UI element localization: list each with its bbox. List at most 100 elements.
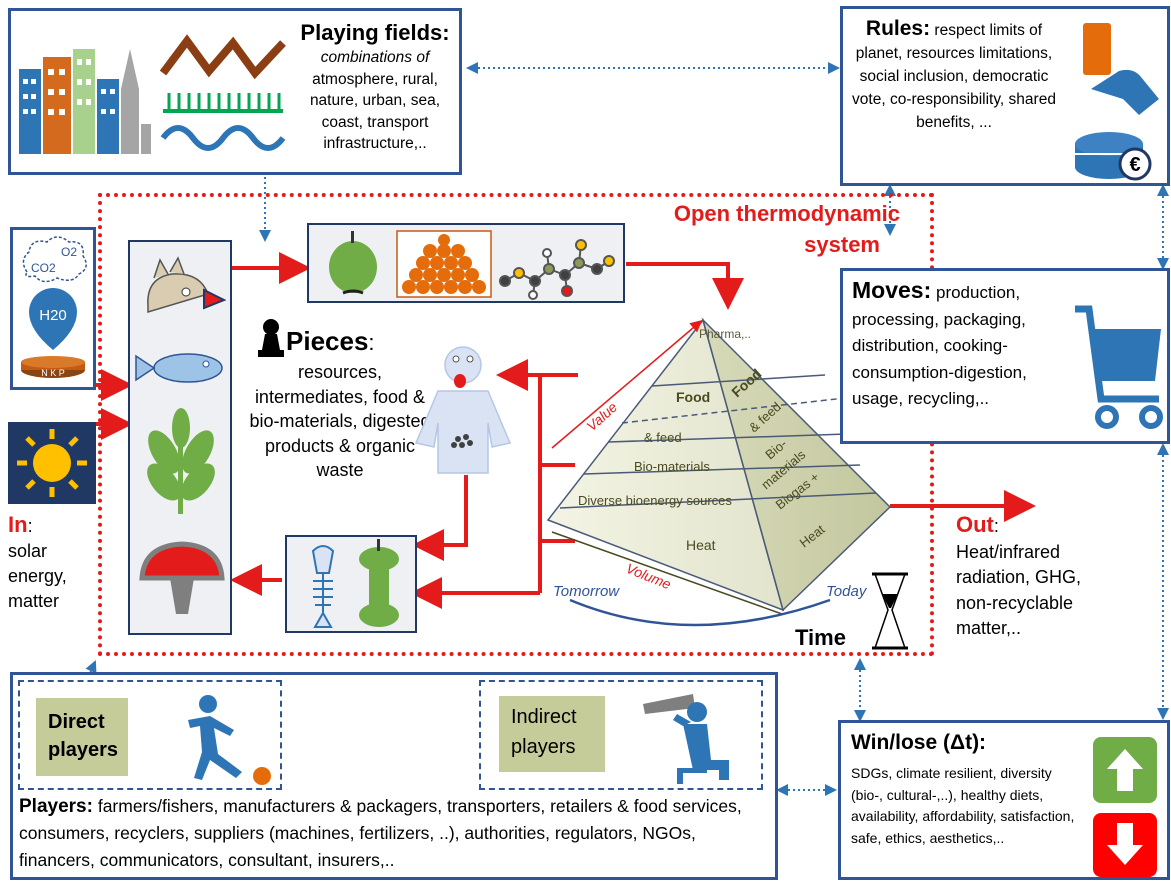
volume-axis-line	[551, 531, 783, 615]
time-label: Time	[795, 625, 846, 650]
time-curve	[569, 598, 831, 627]
pawn-icon	[258, 319, 284, 357]
moves-description: production, processing, packaging, distr…	[852, 283, 1027, 408]
pyramid-axes	[551, 320, 831, 627]
indirect-players-badge: Indirect players	[499, 696, 605, 772]
out-description: Heat/infrared radiation, GHG, non-recycl…	[956, 541, 1082, 639]
pieces-colon: :	[368, 330, 375, 355]
o2-label: O2	[61, 245, 77, 259]
in-title: In	[8, 512, 28, 537]
pyramid-food-right: Food	[728, 365, 764, 400]
pieces-description: resources, intermediates, food & bio-mat…	[249, 362, 431, 480]
inputs-icons: O2 CO2 H20 N K P	[21, 236, 87, 378]
orange-pile-icon	[402, 234, 486, 294]
out-title: Out	[956, 512, 994, 537]
plant-leaf-icon	[147, 408, 215, 514]
rules-box: Rules: respect limits of planet, resourc…	[840, 6, 1170, 186]
hourglass-icon	[872, 572, 908, 650]
pyramid-layer-dashed	[621, 397, 846, 424]
pyramid-side-face	[701, 317, 892, 612]
co2-label: CO2	[31, 261, 56, 275]
city-buildings-icon	[19, 49, 151, 154]
shopping-cart-icon	[1075, 305, 1163, 429]
landscape-lines-icon	[159, 34, 286, 151]
playing-fields-description: atmosphere, rural, nature, urban, sea, c…	[309, 70, 441, 153]
red-flow-arrows	[96, 252, 1036, 609]
out-colon: :	[993, 516, 999, 536]
organisms-column	[128, 240, 232, 635]
playing-fields-subtitle: combinations of	[320, 49, 430, 66]
win-lose-title: Win/lose (Δt):	[851, 731, 987, 754]
lose-badge	[1093, 813, 1157, 877]
sun-box	[8, 422, 96, 504]
direct-players-frame: Direct players	[18, 680, 282, 790]
indirect-players-line1: Indirect	[511, 706, 577, 728]
rules-description: respect limits of planet, resources limi…	[852, 22, 1056, 131]
direct-players-text: Direct players	[36, 698, 128, 774]
water-drop-icon	[29, 288, 77, 350]
win-lose-box: Win/lose (Δt): SDGs, climate resilient, …	[838, 720, 1170, 880]
organisms-icons	[135, 256, 227, 614]
pyramid-layer-line	[583, 464, 861, 475]
open-system-label: Open thermodynamic system	[600, 198, 900, 260]
products-box	[307, 223, 625, 303]
fish-icon	[135, 353, 223, 383]
spectator-icon	[643, 694, 729, 784]
open-system-line1: Open thermodynamic	[673, 201, 900, 226]
arrow-down-icon	[1107, 823, 1143, 865]
euro-symbol: €	[1129, 154, 1140, 176]
open-system-line2: system	[804, 232, 880, 257]
pyramid-layer-line	[607, 433, 848, 443]
win-lose-description: SDGs, climate resilient, diversity (bio-…	[851, 765, 1075, 846]
pyramid-heat-left: Heat	[686, 537, 716, 553]
in-colon: :	[27, 516, 33, 536]
fish-bone-icon	[311, 545, 335, 628]
rules-text: Rules: respect limits of planet, resourc…	[849, 17, 1059, 134]
apple-icon	[329, 231, 377, 295]
playing-fields-text: Playing fields: combinations of atmosphe…	[291, 19, 459, 155]
cloud-icon	[22, 236, 87, 283]
apple-core-icon	[359, 539, 399, 627]
in-label: In: solar energy, matter	[8, 512, 98, 614]
volume-axis-label: Volume	[624, 560, 674, 593]
moves-box: Moves: production, processing, packaging…	[840, 268, 1170, 444]
pyramid-layer-line	[559, 492, 877, 509]
pieces-title-wrap: Pieces:	[286, 326, 375, 357]
pyramid-food-left: Food	[676, 389, 710, 405]
arrow-up-icon	[1107, 749, 1143, 791]
indirect-players-line2: players	[511, 736, 576, 758]
indirect-players-frame: Indirect players	[479, 680, 763, 790]
molecule-icon	[499, 239, 615, 300]
mushroom-icon	[139, 541, 225, 614]
value-axis-label: Value	[583, 399, 620, 435]
consumer-body-icon	[414, 346, 512, 474]
out-label: Out: Heat/infrared radiation, GHG, non-r…	[956, 512, 1096, 642]
waste-box	[285, 535, 417, 633]
bird-head-icon	[147, 256, 227, 314]
players-title: Players:	[19, 796, 93, 817]
nkp-label: N K P	[41, 368, 65, 378]
value-axis-arrow	[551, 320, 703, 449]
playing-fields-title: Playing fields:	[300, 20, 450, 45]
sun-icon	[17, 429, 87, 497]
indirect-players-text: Indirect players	[499, 696, 605, 768]
rules-title: Rules:	[865, 17, 931, 40]
pyramid-biomaterials-left: Bio-materials	[634, 459, 710, 474]
win-badge	[1093, 737, 1157, 803]
players-description-wrap: Players: farmers/fishers, manufacturers …	[19, 793, 775, 874]
pyramid-pharma-label: Pharma,..	[699, 327, 751, 341]
pyramid-feed-left: & feed	[644, 430, 682, 445]
direct-players-line1: Direct	[48, 711, 105, 733]
in-description: solar energy, matter	[8, 541, 67, 611]
playing-fields-box: Playing fields: combinations of atmosphe…	[8, 8, 462, 175]
vote-coin-icon: €	[1075, 23, 1159, 181]
value-pyramid	[546, 317, 892, 612]
h2o-label: H20	[39, 307, 67, 324]
pieces-title: Pieces	[286, 326, 369, 356]
today-label: Today	[826, 583, 868, 600]
pyramid-bioenergy-left: Diverse bioenergy sources	[578, 493, 732, 508]
players-box: Direct players Indirect players Players:	[10, 672, 778, 880]
pyramid-heat-right: Heat	[797, 521, 828, 550]
